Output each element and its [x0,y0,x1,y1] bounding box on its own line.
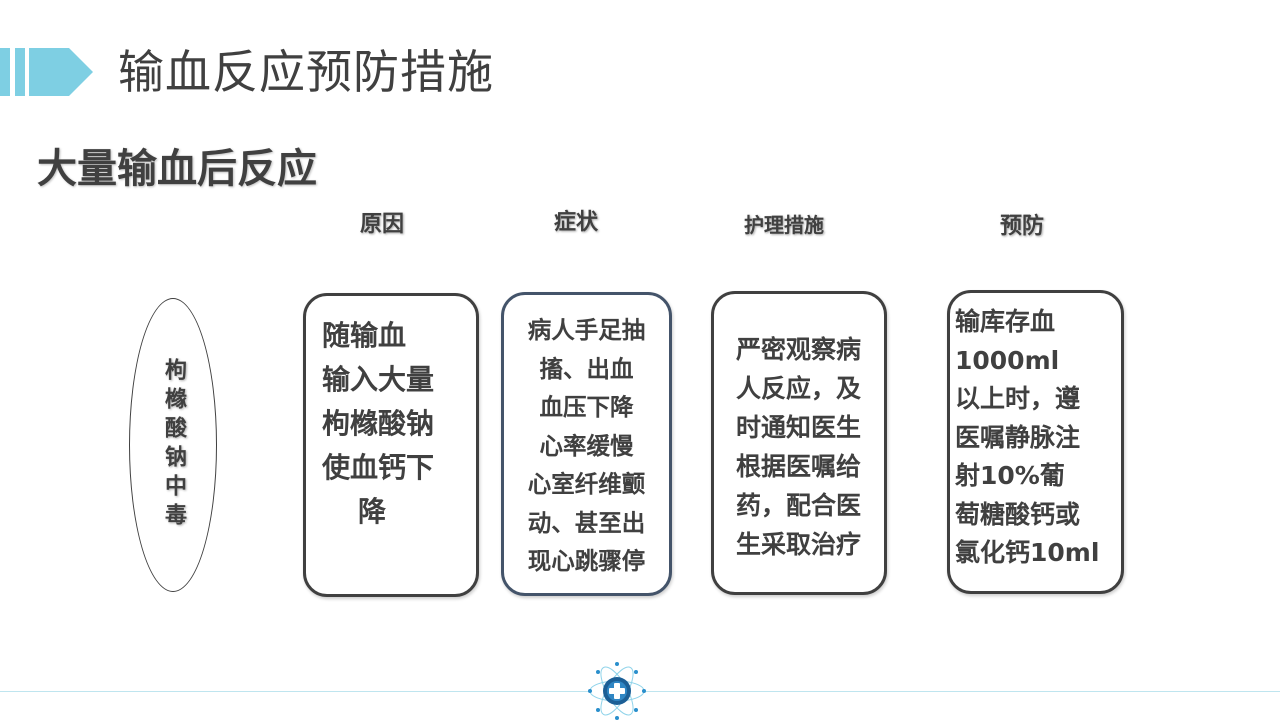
nursing-line: 时通知医生 [736,413,862,442]
symptoms-box: 病人手足抽 搐、出血 血压下降 心率缓慢 心室纤维颤 动、甚至出 现心跳骤停 [501,292,672,596]
symptoms-text: 病人手足抽 搐、出血 血压下降 心率缓慢 心室纤维颤 动、甚至出 现心跳骤停 [504,311,669,581]
section-subtitle: 大量输血后反应 [37,146,317,192]
prevention-line: 输库存血 [955,307,1056,336]
cause-line: 输入大量 [322,363,435,396]
prevention-box: 输库存血 1000ml 以上时，遵 医嘱静脉注 射10%葡 萄糖酸钙或 氯化钙1… [947,290,1124,594]
cause-line: 降 [358,495,387,528]
header-arrow-icon [29,48,93,96]
symptom-line: 心室纤维颤 [527,470,646,498]
nursing-box: 严密观察病 人反应，及 时通知医生 根据医嘱给 药，配合医 生采取治疗 [711,291,887,595]
nursing-line: 药，配合医 [736,491,862,520]
cause-text: 随输血 输入大量 枸橼酸钠 使血钙下 降 [322,314,434,534]
cause-line: 随输血 [322,319,407,352]
medical-cross-atom-icon [588,662,646,720]
reaction-name: 枸橼酸钠中毒 [161,358,186,532]
nursing-line: 根据医嘱给 [736,452,862,481]
symptom-line: 现心跳骤停 [527,547,646,575]
symptom-line: 病人手足抽 [527,316,646,344]
nursing-text: 严密观察病 人反应，及 时通知医生 根据医嘱给 药，配合医 生采取治疗 [736,330,861,564]
prevention-line: 萄糖酸钙或 [955,499,1081,529]
page-title: 输血反应预防措施 [118,45,494,99]
cause-box: 随输血 输入大量 枸橼酸钠 使血钙下 降 [303,293,479,597]
prevention-line: 以上时，遵 [955,384,1081,413]
column-heading-prevention: 预防 [1000,214,1045,239]
column-heading-cause: 原因 [360,212,405,237]
prevention-line: 医嘱静脉注 [955,422,1081,452]
symptom-line: 血压下降 [539,393,634,421]
reaction-ellipse: 枸橼酸钠中毒 [129,298,217,592]
column-heading-symptoms: 症状 [554,210,599,235]
symptom-line: 动、甚至出 [527,508,646,537]
prevention-line: 氯化钙10ml [955,538,1100,567]
nursing-line: 严密观察病 [736,335,862,364]
prevention-text: 输库存血 1000ml 以上时，遵 医嘱静脉注 射10%葡 萄糖酸钙或 氯化钙1… [955,303,1099,573]
header-stripe-2 [15,48,25,96]
symptom-line: 搐、出血 [539,354,634,383]
nursing-line: 人反应，及 [736,374,862,403]
footer-divider-left [0,691,590,692]
footer-divider-right [645,691,1280,692]
nursing-line: 生采取治疗 [736,530,862,559]
column-heading-nursing: 护理措施 [744,213,824,237]
header-stripe-1 [0,48,10,96]
prevention-line: 1000ml [955,345,1060,375]
symptom-line: 心率缓慢 [539,431,634,460]
cause-line: 枸橼酸钠 [322,407,435,440]
prevention-line: 射10%葡 [955,461,1065,490]
cause-line: 使血钙下 [322,451,435,484]
